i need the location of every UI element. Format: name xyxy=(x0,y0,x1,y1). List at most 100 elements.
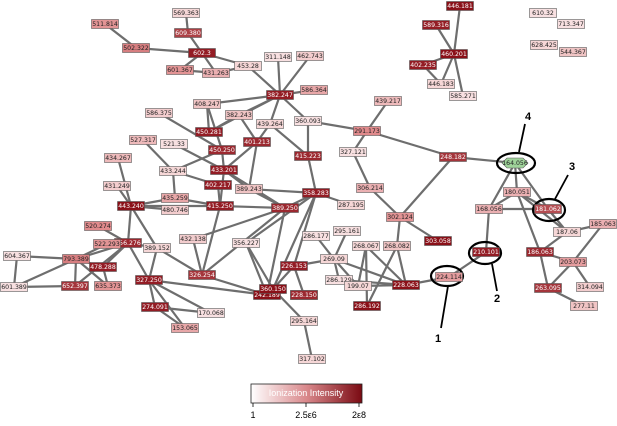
metabolite-node[interactable]: 544.367 xyxy=(559,47,587,57)
metabolite-node[interactable]: 317.102 xyxy=(298,354,326,364)
metabolite-node[interactable]: 203.073 xyxy=(559,257,587,267)
metabolite-node[interactable]: 433.244 xyxy=(159,166,187,176)
metabolite-node[interactable]: 586.375 xyxy=(145,108,173,118)
metabolite-node[interactable]: 277.11 xyxy=(570,301,598,311)
metabolite-node[interactable]: 586.364 xyxy=(300,85,328,95)
metabolite-node[interactable]: 453.28 xyxy=(234,61,262,71)
metabolite-node[interactable]: 431.263 xyxy=(202,68,230,78)
metabolite-node[interactable]: 450.281 xyxy=(195,127,223,137)
metabolite-node[interactable]: 295.161 xyxy=(333,226,361,236)
metabolite-node[interactable]: 443.240 xyxy=(117,201,145,211)
metabolite-node[interactable]: 389.243 xyxy=(235,184,263,194)
metabolite-node[interactable]: 433.201 xyxy=(210,165,238,175)
metabolite-node[interactable]: 311.148 xyxy=(264,52,292,62)
metabolite-node[interactable]: 402.217 xyxy=(204,180,232,190)
metabolite-node[interactable]: 382.247 xyxy=(266,90,294,100)
metabolite-node[interactable]: 652.397 xyxy=(61,281,89,291)
metabolite-node[interactable]: 502.322 xyxy=(122,43,150,53)
metabolite-node[interactable]: 210.101 xyxy=(472,247,500,257)
metabolite-node[interactable]: 286.129 xyxy=(325,275,353,285)
metabolite-node[interactable]: 389.250 xyxy=(271,203,299,213)
metabolite-node[interactable]: 302.124 xyxy=(386,212,414,222)
metabolite-node[interactable]: 527.317 xyxy=(129,135,157,145)
metabolite-node[interactable]: 609.380 xyxy=(174,28,202,38)
metabolite-node[interactable]: 286.177 xyxy=(302,231,330,241)
metabolite-node[interactable]: 187.06 xyxy=(553,227,581,237)
metabolite-node[interactable]: 185.063 xyxy=(589,219,617,229)
metabolite-node[interactable]: 268.067 xyxy=(352,241,380,251)
metabolite-node[interactable]: 604.367 xyxy=(3,251,31,261)
metabolite-node[interactable]: 224.114 xyxy=(435,272,463,282)
metabolite-node[interactable]: 327.250 xyxy=(135,275,163,285)
metabolite-node[interactable]: 521.33 xyxy=(160,139,188,149)
metabolite-node[interactable]: 480.746 xyxy=(161,205,189,215)
metabolite-node[interactable]: 601.389 xyxy=(0,282,28,292)
metabolite-node[interactable]: 432.138 xyxy=(179,234,207,244)
metabolite-node[interactable]: 356.227 xyxy=(232,238,260,248)
metabolite-node[interactable]: 226.153 xyxy=(280,261,308,271)
metabolite-node[interactable]: 268.082 xyxy=(383,241,411,251)
metabolite-node[interactable]: 382.243 xyxy=(225,110,253,120)
metabolite-node[interactable]: 439.217 xyxy=(374,96,402,106)
metabolite-node[interactable]: 170.068 xyxy=(197,308,225,318)
metabolite-node[interactable]: 228.063 xyxy=(392,280,420,290)
metabolite-node[interactable]: 415.250 xyxy=(206,201,234,211)
metabolite-node[interactable]: 181.062 xyxy=(534,204,562,214)
metabolite-node[interactable]: 601.367 xyxy=(166,65,194,75)
metabolite-node[interactable]: 431.249 xyxy=(103,181,131,191)
metabolite-node[interactable]: 274.091 xyxy=(141,302,169,312)
metabolite-node[interactable]: 286.192 xyxy=(353,301,381,311)
metabolite-node[interactable]: 164.056 xyxy=(501,157,529,169)
metabolite-node[interactable]: 446.183 xyxy=(427,79,455,89)
metabolite-node[interactable]: 602.3 xyxy=(188,48,216,58)
metabolite-node[interactable]: 439.264 xyxy=(256,119,284,129)
metabolite-node[interactable]: 589.316 xyxy=(422,20,450,30)
metabolite-node[interactable]: 460.201 xyxy=(440,49,468,59)
metabolite-node[interactable]: 269.09 xyxy=(320,254,348,264)
metabolite-node[interactable]: 401.213 xyxy=(243,137,271,147)
metabolite-node[interactable]: 478.288 xyxy=(89,262,117,272)
metabolite-node[interactable]: 402.235 xyxy=(409,60,437,70)
metabolite-node[interactable]: 434.267 xyxy=(104,153,132,163)
metabolite-node[interactable]: 793.389 xyxy=(62,254,90,264)
metabolite-node[interactable]: 199.07 xyxy=(344,281,372,291)
metabolite-node[interactable]: 610.32 xyxy=(529,8,557,18)
metabolite-node[interactable]: 450.250 xyxy=(208,145,236,155)
metabolite-node[interactable]: 522.293 xyxy=(93,239,121,249)
metabolite-node[interactable]: 408.247 xyxy=(193,99,221,109)
metabolite-node[interactable]: 511.814 xyxy=(91,19,119,29)
metabolite-node[interactable]: 326.254 xyxy=(188,270,216,280)
annotation-number: 1 xyxy=(435,333,441,345)
metabolite-node[interactable]: 327.121 xyxy=(339,147,367,157)
metabolite-node[interactable]: 186.063 xyxy=(526,247,554,257)
metabolite-node[interactable]: 585.271 xyxy=(449,91,477,101)
metabolite-node[interactable]: 303.058 xyxy=(424,236,452,246)
metabolite-node[interactable]: 168.056 xyxy=(475,204,503,214)
metabolite-node[interactable]: 228.150 xyxy=(290,290,318,300)
metabolite-node[interactable]: 628.425 xyxy=(530,40,558,50)
metabolite-node[interactable]: 295.164 xyxy=(290,316,318,326)
network-edge xyxy=(12,254,19,289)
metabolite-node[interactable]: 713.347 xyxy=(557,19,585,29)
metabolite-node[interactable]: 358.283 xyxy=(302,188,330,198)
metabolite-node[interactable]: 446.181 xyxy=(446,1,474,11)
metabolite-node[interactable]: 291.173 xyxy=(353,126,381,136)
metabolite-node[interactable]: 153.065 xyxy=(171,323,199,333)
metabolite-node[interactable]: 635.373 xyxy=(94,281,122,291)
metabolite-node[interactable]: 248.182 xyxy=(439,152,467,162)
metabolite-node[interactable]: 314.094 xyxy=(576,282,604,292)
metabolite-node[interactable]: 569.363 xyxy=(172,8,200,18)
node-label: 291.173 xyxy=(354,128,380,135)
metabolite-node[interactable]: 415.223 xyxy=(294,151,322,161)
metabolite-node[interactable]: 462.743 xyxy=(296,51,324,61)
metabolite-node[interactable]: 360.150 xyxy=(259,284,287,294)
network-edge xyxy=(246,64,282,97)
metabolite-node[interactable]: 287.195 xyxy=(337,200,365,210)
metabolite-node[interactable]: 306.214 xyxy=(356,183,384,193)
metabolite-node[interactable]: 389.152 xyxy=(143,243,171,253)
metabolite-node[interactable]: 520.274 xyxy=(84,221,112,231)
metabolite-node[interactable]: 180.051 xyxy=(503,187,531,197)
metabolite-node[interactable]: 360.093 xyxy=(294,116,322,126)
metabolite-node[interactable]: 263.095 xyxy=(534,283,562,293)
metabolite-node[interactable]: 435.259 xyxy=(161,193,189,203)
